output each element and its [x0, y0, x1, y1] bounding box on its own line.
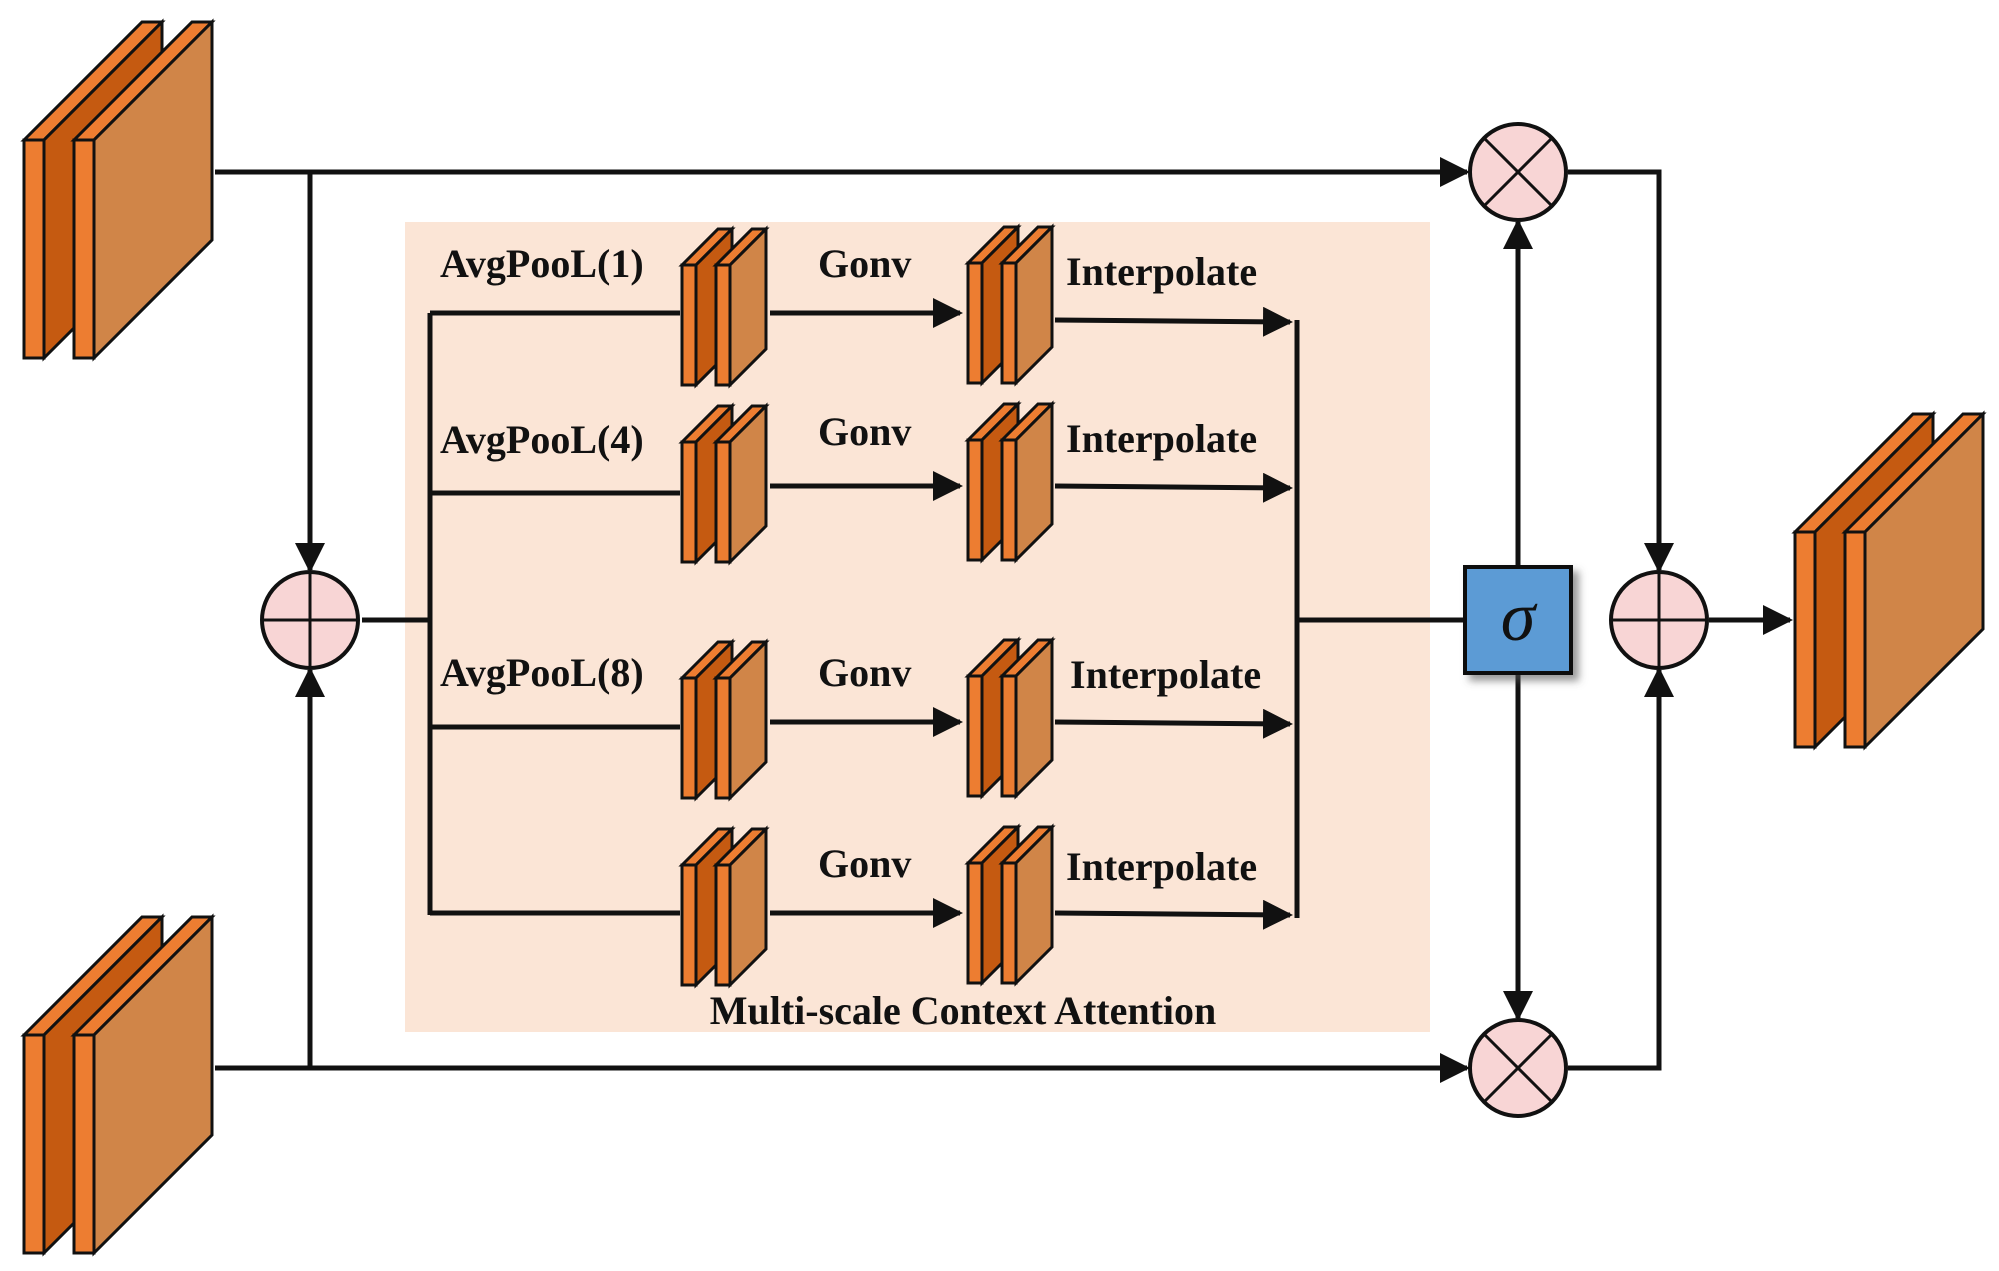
feature-map-layer — [20, 18, 1987, 1257]
feature-map-icon — [678, 402, 770, 566]
panel-title: Multi-scale Context Attention — [710, 988, 1217, 1033]
feature-map-icon — [678, 825, 770, 989]
edge-multiply-bottom-to-add-right — [1568, 667, 1674, 1071]
interp-label-1: Interpolate — [1066, 249, 1257, 294]
edge-interp-to-merge-1 — [1054, 306, 1293, 337]
feature-map-icon — [964, 223, 1056, 387]
feature-map-icon — [678, 638, 770, 802]
sigmoid-block: σ — [1463, 565, 1573, 675]
interp-label-3: Interpolate — [1070, 652, 1261, 697]
multiply-bottom — [1468, 1018, 1568, 1118]
attention-panel — [405, 222, 1430, 1032]
feature-map-icon — [964, 636, 1056, 800]
pool-label-1: AvgPooL(1) — [440, 241, 644, 286]
edge-interp-to-merge-3 — [1054, 708, 1293, 739]
add-left — [260, 570, 360, 670]
edge-interp-to-merge-2 — [1054, 472, 1293, 503]
feature-map-icon — [20, 18, 216, 362]
multiply-top — [1468, 122, 1568, 222]
edge-multiply-top-to-add-right — [1568, 169, 1674, 573]
sigma-symbol: σ — [1501, 579, 1538, 656]
feature-map-icon — [20, 913, 216, 1257]
conv-label-4: Gonv — [818, 841, 911, 886]
interp-label-2: Interpolate — [1066, 416, 1257, 461]
pool-label-3: AvgPooL(8) — [440, 650, 644, 695]
branch-labels: AvgPooL(1) AvgPooL(4) AvgPooL(8) Gonv Go… — [440, 241, 1261, 1033]
conv-label-1: Gonv — [818, 241, 911, 286]
add-right — [1609, 570, 1709, 670]
pool-label-2: AvgPooL(4) — [440, 417, 644, 462]
conv-label-2: Gonv — [818, 409, 911, 454]
feature-map-icon — [678, 225, 770, 389]
feature-map-icon — [1791, 410, 1987, 751]
feature-map-icon — [964, 400, 1056, 564]
connection-lines — [215, 157, 1793, 1083]
feature-map-icon — [964, 823, 1056, 987]
edge-interp-to-merge-4 — [1054, 899, 1293, 930]
interp-label-4: Interpolate — [1066, 844, 1257, 889]
sigmoid-icon — [1463, 565, 1573, 675]
conv-label-3: Gonv — [818, 650, 911, 695]
